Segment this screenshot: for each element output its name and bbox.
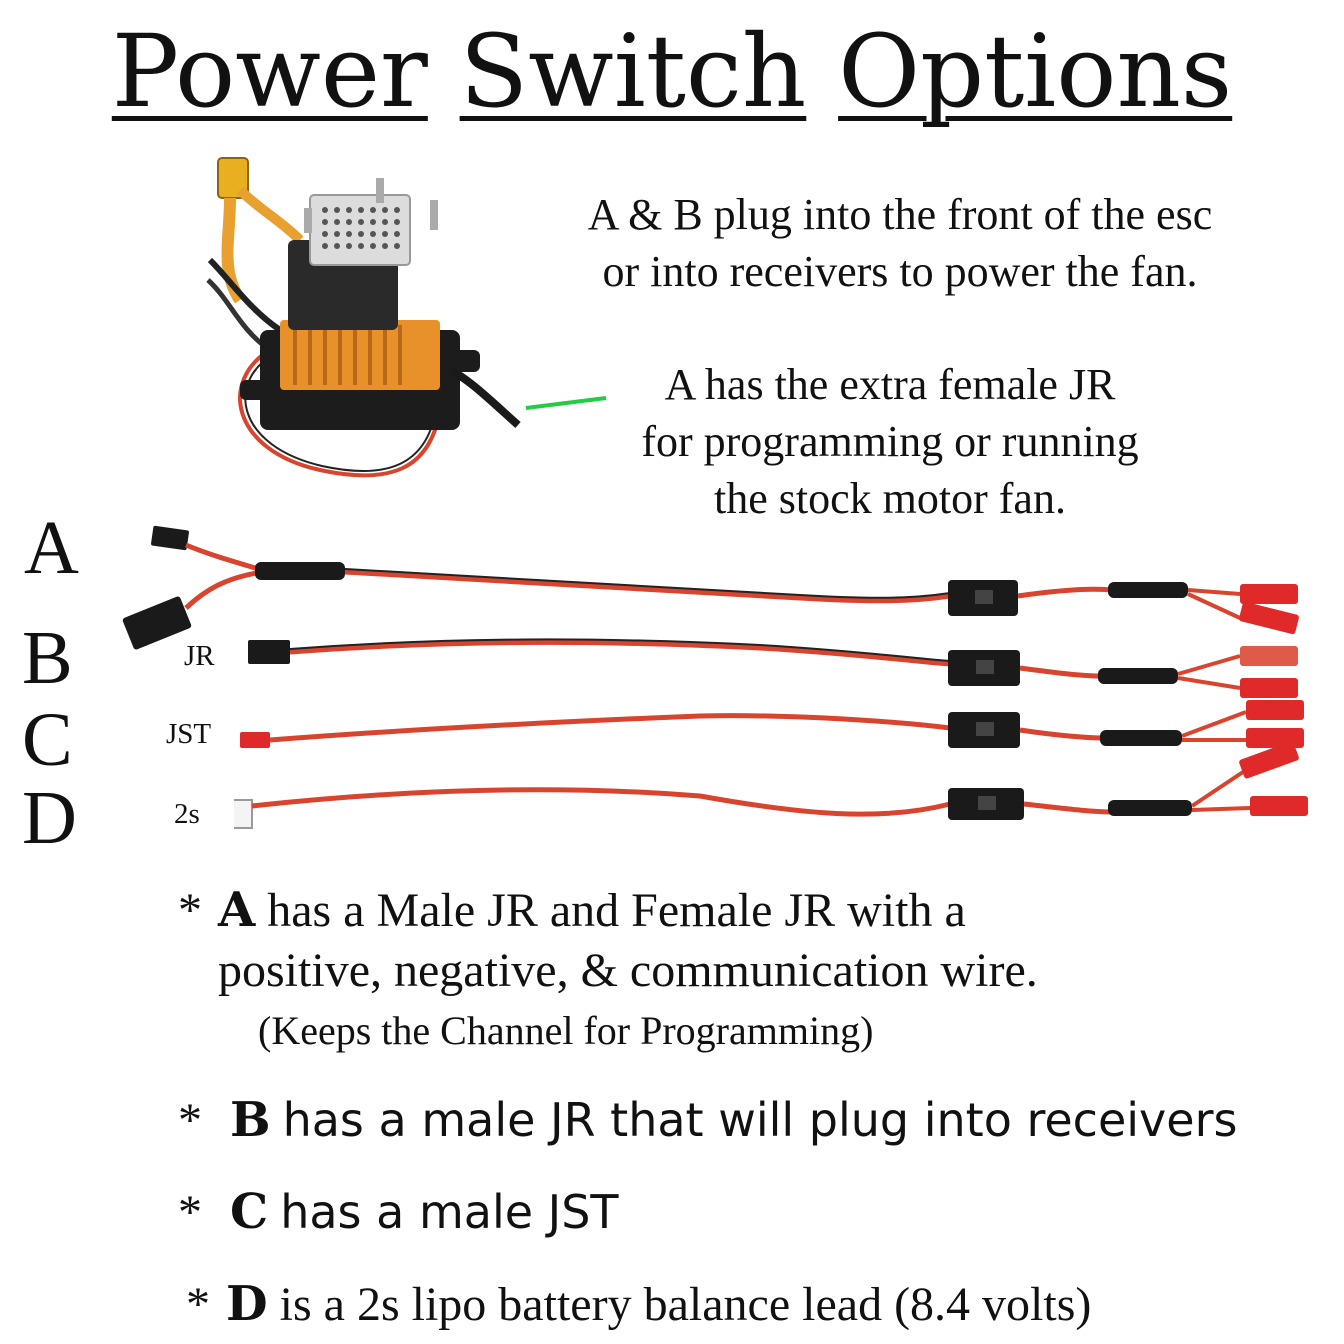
bullet-a-line-3: (Keeps the Channel for Programming) [258,1008,874,1053]
bullet-c-key: C [230,1184,269,1240]
note-extra-female-line-3: the stock motor fan. [714,474,1066,523]
bullet-d-star: * [186,1278,210,1331]
connector-label-jr: JR [184,640,215,672]
bullet-c: * C has a male JST [178,1182,619,1243]
page-title: Power Switch Options [0,12,1344,132]
note-plug-in: A & B plug into the front of the esc or … [520,186,1280,300]
cable-d [234,741,1308,829]
pointer-line [525,396,607,410]
switch-cables-image [122,525,1308,829]
cable-label-d: D [22,776,77,860]
connector-label-2s: 2s [174,798,200,830]
connector-label-jst: JST [166,718,212,750]
title-word-2: Switch [459,13,807,130]
title-word-3: Options [838,13,1233,130]
bullet-c-star: * [178,1186,202,1239]
cable-label-a: A [24,506,79,590]
bullet-d-text: is a 2s lipo battery balance lead (8.4 v… [267,1278,1092,1331]
bullet-b-key: B [230,1092,271,1148]
cable-c [240,700,1304,748]
note-extra-female-line-2: for programming or running [641,417,1139,466]
bullet-a-star: * [178,884,202,937]
bullet-b-star: * [178,1094,202,1147]
cable-b [248,638,1298,698]
bullet-c-text: has a male JST [280,1185,619,1239]
bullet-a: * A has a Male JR and Female JR with a po… [178,880,1038,1061]
cable-a [122,525,1299,650]
bullet-a-key: A [218,882,256,938]
bullet-d-key: D [226,1276,268,1332]
bullet-b-text: has a male JR that will plug into receiv… [282,1093,1238,1147]
bullet-d: * D is a 2s lipo battery balance lead (8.… [186,1274,1091,1335]
bullet-a-line-2: positive, negative, & communication wire… [218,944,1038,997]
esc-with-fan-image [206,157,521,478]
cable-label-c: C [22,698,73,782]
bullet-a-line-1: has a Male JR and Female JR with a [255,884,966,937]
bullet-b: * B has a male JR that will plug into re… [178,1090,1237,1151]
note-plug-in-line-2: or into receivers to power the fan. [602,247,1198,296]
title-word-1: Power [111,13,428,130]
note-plug-in-line-1: A & B plug into the front of the esc [587,190,1213,239]
note-extra-female: A has the extra female JR for programmin… [560,356,1220,527]
cable-label-b: B [22,616,73,700]
note-extra-female-line-1: A has the extra female JR [664,360,1116,409]
